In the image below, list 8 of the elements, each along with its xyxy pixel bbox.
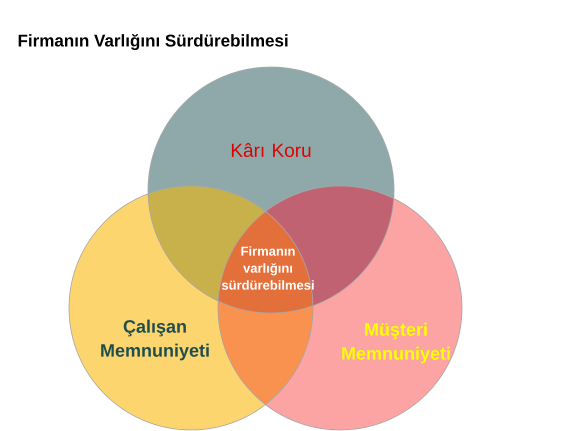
circle-label: Müşteri Memnuniyeti: [342, 322, 450, 364]
venn-circle: [218, 186, 462, 430]
overlap-label: Firmanın varlığını sürdürebilmesi: [222, 246, 314, 290]
venn-circle: [148, 66, 394, 314]
title: Firmanın Varlığını Sürdürebilmesi: [18, 34, 288, 50]
circle-label: Kârı Koru: [232, 143, 310, 158]
circle-label: Çalışan Memnuniyeti: [101, 320, 209, 360]
venn-circle: [68, 186, 314, 430]
